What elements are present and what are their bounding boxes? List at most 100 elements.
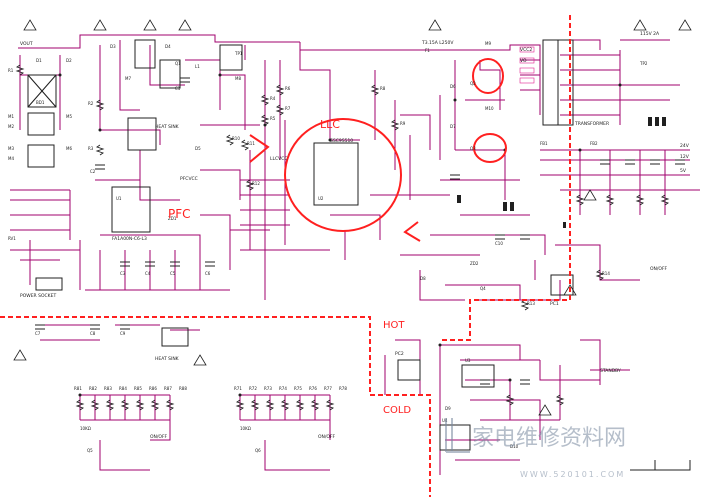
schematic-labels: SSC9S510 FA1A00N-C6-L3 TRANSFORMER T3.15… xyxy=(20,31,690,440)
filled-markers xyxy=(457,117,666,228)
svg-text:FB1: FB1 xyxy=(540,141,548,146)
watermark-logo xyxy=(445,418,470,453)
hv-note-label: 115V 2A xyxy=(640,31,660,37)
red-annotations xyxy=(249,58,507,242)
svg-text:R14: R14 xyxy=(602,271,610,276)
pfcvcc-label: PFCVCC xyxy=(180,176,198,182)
svg-text:FB2: FB2 xyxy=(590,141,598,146)
svg-text:M8: M8 xyxy=(235,76,241,81)
on-off-label-2: ON/OFF xyxy=(150,434,168,440)
pc1-label: PC1 xyxy=(550,301,559,307)
svg-text:R7: R7 xyxy=(285,106,291,111)
svg-text:D10: D10 xyxy=(510,444,519,449)
svg-text:R72: R72 xyxy=(249,386,257,391)
node-dots xyxy=(58,73,622,397)
svg-text:R74: R74 xyxy=(279,386,287,391)
svg-text:D7: D7 xyxy=(450,124,456,129)
llc-ic-label: SSC9S510 xyxy=(330,138,353,144)
vo-label: VO xyxy=(520,58,527,64)
svg-text:R73: R73 xyxy=(264,386,272,391)
svg-text:10KΩ: 10KΩ xyxy=(80,426,91,431)
svg-text:Q4: Q4 xyxy=(480,286,486,291)
llc-region-label: LLC xyxy=(320,118,340,131)
svg-text:R9: R9 xyxy=(400,121,406,126)
svg-text:R77: R77 xyxy=(324,386,332,391)
svg-text:M5: M5 xyxy=(66,114,72,119)
svg-text:R76: R76 xyxy=(309,386,317,391)
vcc2-label: VCC2 xyxy=(520,47,532,53)
mosfet-highlight-lower xyxy=(473,133,507,163)
heat-sink-label-1: HEAT SINK xyxy=(155,124,180,130)
svg-text:R85: R85 xyxy=(134,386,142,391)
on-off-label-3: ON/OFF xyxy=(318,434,336,440)
svg-text:R4: R4 xyxy=(270,96,276,101)
svg-text:R78: R78 xyxy=(339,386,347,391)
svg-text:BD1: BD1 xyxy=(36,100,45,105)
svg-text:D8: D8 xyxy=(420,276,426,281)
v5-label: 5V xyxy=(680,168,687,174)
svg-text:M2: M2 xyxy=(8,124,14,129)
svg-text:R84: R84 xyxy=(119,386,127,391)
svg-text:U3: U3 xyxy=(465,358,471,363)
svg-text:ZD1: ZD1 xyxy=(168,216,177,221)
svg-text:10KΩ: 10KΩ xyxy=(240,426,251,431)
svg-text:U2: U2 xyxy=(318,196,324,201)
svg-text:M4: M4 xyxy=(8,156,14,161)
hot-cold-border xyxy=(0,316,431,497)
svg-text:Q1: Q1 xyxy=(175,61,181,66)
svg-text:R83: R83 xyxy=(104,386,112,391)
cold-region-label: COLD xyxy=(383,405,411,416)
svg-text:R75: R75 xyxy=(294,386,302,391)
svg-text:TP2: TP2 xyxy=(639,61,648,66)
svg-text:R87: R87 xyxy=(164,386,172,391)
llc-ic xyxy=(313,142,359,206)
ground-symbols xyxy=(13,19,692,416)
watermark: 家电维修资料网 WWW.520101.COM xyxy=(445,418,626,479)
bottom-row-labels: R81 R82 R83 R84 R85 R86 R87 R88 R71 R72 … xyxy=(74,386,347,431)
svg-text:M1: M1 xyxy=(8,114,14,119)
svg-text:C8: C8 xyxy=(90,331,96,336)
svg-text:TP1: TP1 xyxy=(234,51,243,56)
hot-region-label: HOT xyxy=(383,320,405,331)
llc-highlight-circle xyxy=(284,118,402,232)
svg-text:C1: C1 xyxy=(175,86,181,91)
svg-text:U4: U4 xyxy=(442,418,448,423)
pfc-ic xyxy=(111,186,151,233)
svg-text:Q3: Q3 xyxy=(470,146,476,151)
resistor-group xyxy=(15,64,670,411)
svg-text:D3: D3 xyxy=(110,44,116,49)
svg-text:M3: M3 xyxy=(8,146,14,151)
svg-text:D2: D2 xyxy=(66,58,72,63)
svg-text:D5: D5 xyxy=(195,146,201,151)
watermark-title: 家电维修资料网 xyxy=(472,426,626,451)
isolation-borders xyxy=(0,15,571,497)
svg-text:D6: D6 xyxy=(450,84,456,89)
svg-text:C6: C6 xyxy=(205,271,211,276)
pink-net-labels xyxy=(519,46,535,84)
fuse-label: T3.15A L250V xyxy=(421,40,454,46)
svg-text:D4: D4 xyxy=(165,44,171,49)
vout-label: VOUT xyxy=(20,41,33,47)
pc2-label: PC2 xyxy=(395,351,404,357)
svg-text:C5: C5 xyxy=(170,271,176,276)
svg-text:R11: R11 xyxy=(247,141,255,146)
svg-text:R3: R3 xyxy=(88,146,94,151)
transformer-label: TRANSFORMER xyxy=(574,121,609,127)
svg-text:R81: R81 xyxy=(74,386,82,391)
on-off-label-1: ON/OFF xyxy=(650,266,668,272)
svg-text:C3: C3 xyxy=(120,271,126,276)
svg-text:Q2: Q2 xyxy=(470,81,476,86)
svg-text:R1: R1 xyxy=(8,68,14,73)
capacitor-group xyxy=(35,77,685,385)
components xyxy=(27,39,574,451)
svg-text:C7: C7 xyxy=(35,331,41,336)
svg-text:C10: C10 xyxy=(495,241,503,246)
svg-text:M9: M9 xyxy=(485,41,491,46)
svg-text:R13: R13 xyxy=(527,301,535,306)
svg-text:M7: M7 xyxy=(125,76,131,81)
wire-network xyxy=(10,34,700,475)
mosfet-highlight-upper xyxy=(472,58,504,94)
svg-text:R5: R5 xyxy=(270,116,276,121)
svg-text:R86: R86 xyxy=(149,386,157,391)
